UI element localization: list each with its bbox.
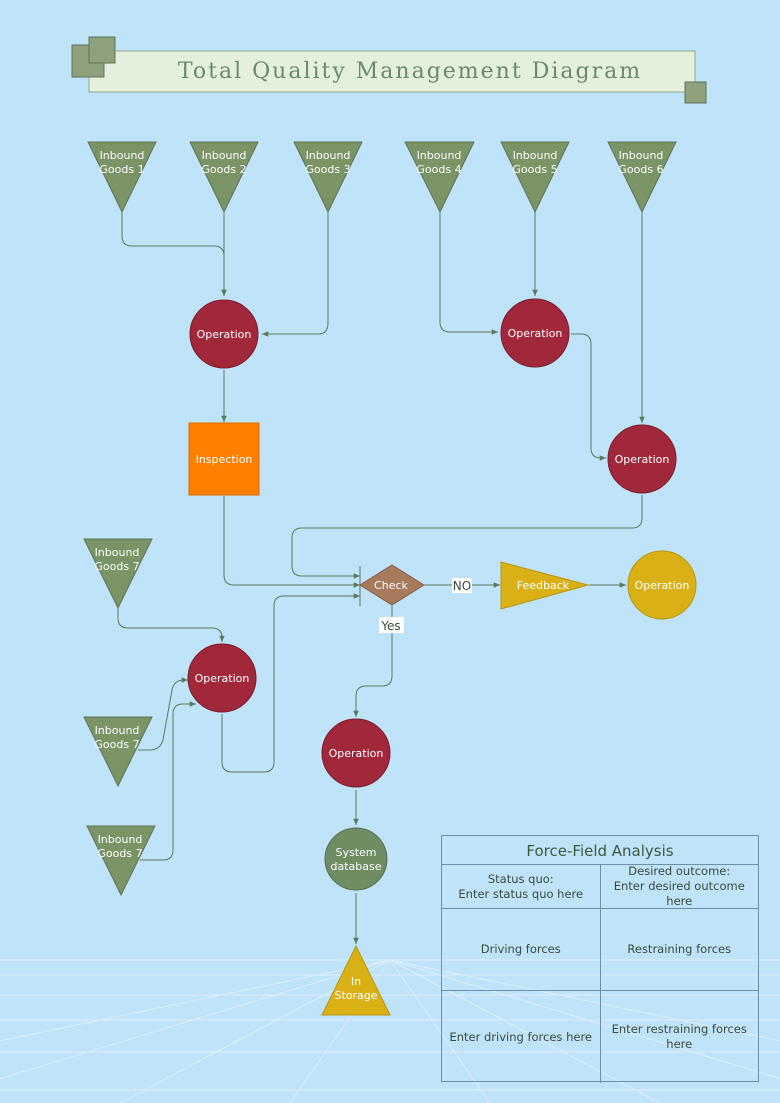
svg-text:Operation: Operation <box>615 453 670 466</box>
edge-label-no: NO <box>452 578 472 593</box>
floor-grid <box>0 959 780 1103</box>
force-field-row-headers: Driving forces Restraining forces <box>442 909 758 991</box>
inbound-goods-1-line1: Inbound <box>100 149 145 162</box>
svg-text:Feedback: Feedback <box>517 579 570 592</box>
operation-3: Operation <box>607 424 677 494</box>
force-field-row-status: Status quo: Enter status quo here Desire… <box>442 864 758 909</box>
svg-text:Operation: Operation <box>197 328 252 341</box>
driving-forces-entry[interactable]: Enter driving forces here <box>442 991 601 1083</box>
restraining-forces-header: Restraining forces <box>627 942 732 956</box>
force-field-table: Force-Field Analysis Status quo: Enter s… <box>441 835 759 1083</box>
force-field-title: Force-Field Analysis <box>442 836 758 865</box>
svg-text:Operation: Operation <box>195 672 250 685</box>
desired-outcome-cell[interactable]: Desired outcome: Enter desired outcome h… <box>613 864 745 908</box>
operation-4: Operation <box>187 643 257 713</box>
operation-2: Operation <box>500 298 570 368</box>
edge-label-yes: Yes <box>379 617 404 633</box>
force-field-row-entries: Enter driving forces here Enter restrain… <box>442 991 758 1083</box>
svg-text:Operation: Operation <box>635 579 690 592</box>
connectors <box>117 212 645 944</box>
check-decision: Check <box>359 564 425 606</box>
title-banner: Total Quality Management Diagram <box>71 36 707 104</box>
svg-text:Yes: Yes <box>380 619 400 633</box>
svg-text:Operation: Operation <box>329 747 384 760</box>
status-quo-cell[interactable]: Status quo: Enter status quo here <box>442 865 601 908</box>
svg-text:Operation: Operation <box>508 327 563 340</box>
feedback-node: Feedback <box>500 561 590 610</box>
svg-text:NO: NO <box>453 579 471 593</box>
operation-1: Operation <box>189 299 259 369</box>
inspection-box: Inspection <box>188 422 260 496</box>
operation-6: Operation <box>627 550 697 620</box>
svg-text:Check: Check <box>374 579 408 592</box>
page-title: Total Quality Management Diagram <box>178 59 642 84</box>
svg-text:Inspection: Inspection <box>196 453 253 466</box>
restraining-forces-entry[interactable]: Enter restraining forces here <box>611 1022 747 1051</box>
operation-5: Operation <box>321 718 391 788</box>
driving-forces-header: Driving forces <box>442 909 601 990</box>
